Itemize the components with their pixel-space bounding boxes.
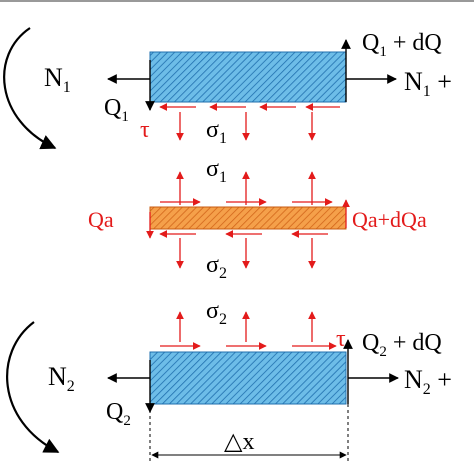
sigma1-label-adhesive: σ1 [206, 156, 227, 186]
dx-label: △x [224, 429, 254, 455]
sigma1-label-top: σ1 [206, 117, 227, 147]
q1-right-label: Q1 + dQ [362, 30, 442, 60]
bottom-beam [149, 351, 347, 405]
sigma2-label-bottom: σ2 [206, 298, 227, 328]
adhesive-group: σ1 Qa Qa+dQa σ2 [88, 156, 427, 282]
moment-arc-top [3, 27, 57, 150]
n1-left-label: N1 [44, 63, 71, 96]
sigma2-label-adhesive: σ2 [206, 252, 227, 282]
q2-right-label: Q2 + dQ [362, 330, 442, 360]
n2-right-label: N2 + [404, 365, 452, 398]
top-beam [149, 51, 347, 103]
top-beam-group: N1 Q1 Q1 + dQ N1 + τ σ1 [3, 27, 452, 150]
q2-left-label: Q2 [106, 399, 131, 429]
tau-label-bottom: τ [336, 326, 346, 352]
bottom-beam-group: σ2 τ N2 Q2 Q2 + dQ N2 + △x [6, 298, 452, 462]
n1-right-label: N1 + [404, 67, 452, 100]
qa-left-label: Qa [88, 207, 114, 232]
n2-left-label: N2 [48, 362, 75, 395]
q1-left-label: Q1 [104, 95, 129, 125]
adhesive-layer [149, 206, 347, 230]
qa-right-label: Qa+dQa [352, 207, 427, 232]
moment-arc-bottom [6, 321, 60, 453]
tau-label-top: τ [140, 117, 150, 143]
